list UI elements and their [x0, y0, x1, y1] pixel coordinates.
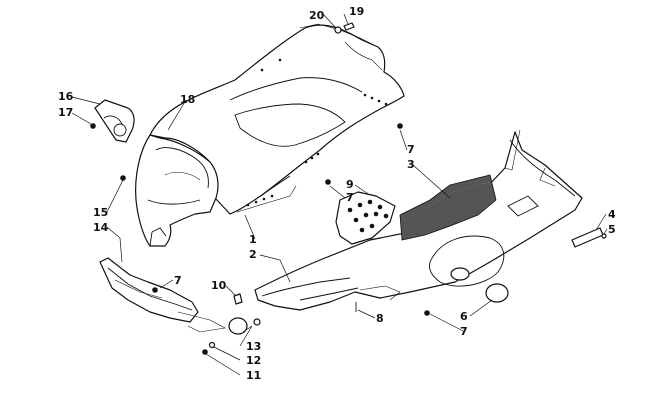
mounting-plate — [228, 317, 248, 335]
callout-14: 14 — [93, 221, 109, 234]
callout-7-upper: 7 — [407, 143, 415, 156]
callout-17: 17 — [58, 106, 73, 119]
leader-lines — [71, 13, 608, 376]
callout-5: 5 — [608, 223, 616, 236]
fasteners — [90, 22, 607, 355]
round-cap — [485, 283, 509, 303]
belly-pan — [254, 129, 583, 311]
screw-7-bumper — [152, 287, 158, 293]
screw-15 — [120, 175, 126, 181]
callout-10: 10 — [211, 279, 227, 292]
callout-13: 13 — [246, 340, 261, 353]
bracket-holes — [347, 199, 389, 233]
front-bumper — [99, 257, 226, 333]
callout-12: 12 — [246, 354, 261, 367]
screw-19 — [343, 22, 355, 31]
screw-7-lower — [424, 310, 430, 316]
callout-11: 11 — [246, 369, 261, 382]
callout-6: 6 — [460, 310, 468, 323]
washer-20 — [334, 26, 342, 34]
callout-20: 20 — [309, 9, 325, 22]
bracket-plate — [335, 191, 396, 245]
callout-7-mid: 7 — [346, 191, 354, 204]
screw-7-upper — [397, 123, 403, 129]
screw-7-mid — [325, 179, 331, 185]
callout-2: 2 — [249, 248, 257, 261]
callout-9: 9 — [346, 178, 354, 191]
trim-strip — [571, 227, 604, 248]
left-side-panel — [135, 134, 219, 247]
callout-18: 18 — [180, 93, 195, 106]
callout-3: 3 — [407, 158, 415, 171]
screw-5 — [601, 233, 607, 239]
washer-12 — [208, 341, 216, 349]
callout-15: 15 — [93, 206, 108, 219]
callout-1: 1 — [249, 233, 257, 246]
callout-4: 4 — [608, 208, 616, 221]
callout-19: 19 — [349, 5, 364, 18]
nut-13 — [253, 318, 261, 326]
screw-17 — [90, 123, 96, 129]
callout-7-bumper: 7 — [174, 274, 182, 287]
callout-16: 16 — [58, 90, 74, 103]
callout-labels: 20 19 16 17 18 7 3 9 7 15 14 1 2 4 5 7 1… — [58, 5, 616, 382]
callout-7-lower: 7 — [460, 325, 468, 338]
foam-insulation — [399, 174, 497, 241]
screw-11 — [202, 349, 208, 355]
callout-8: 8 — [376, 312, 384, 325]
clip-10 — [233, 293, 243, 305]
hood-rivets — [246, 58, 388, 207]
vent-duct — [94, 99, 135, 143]
